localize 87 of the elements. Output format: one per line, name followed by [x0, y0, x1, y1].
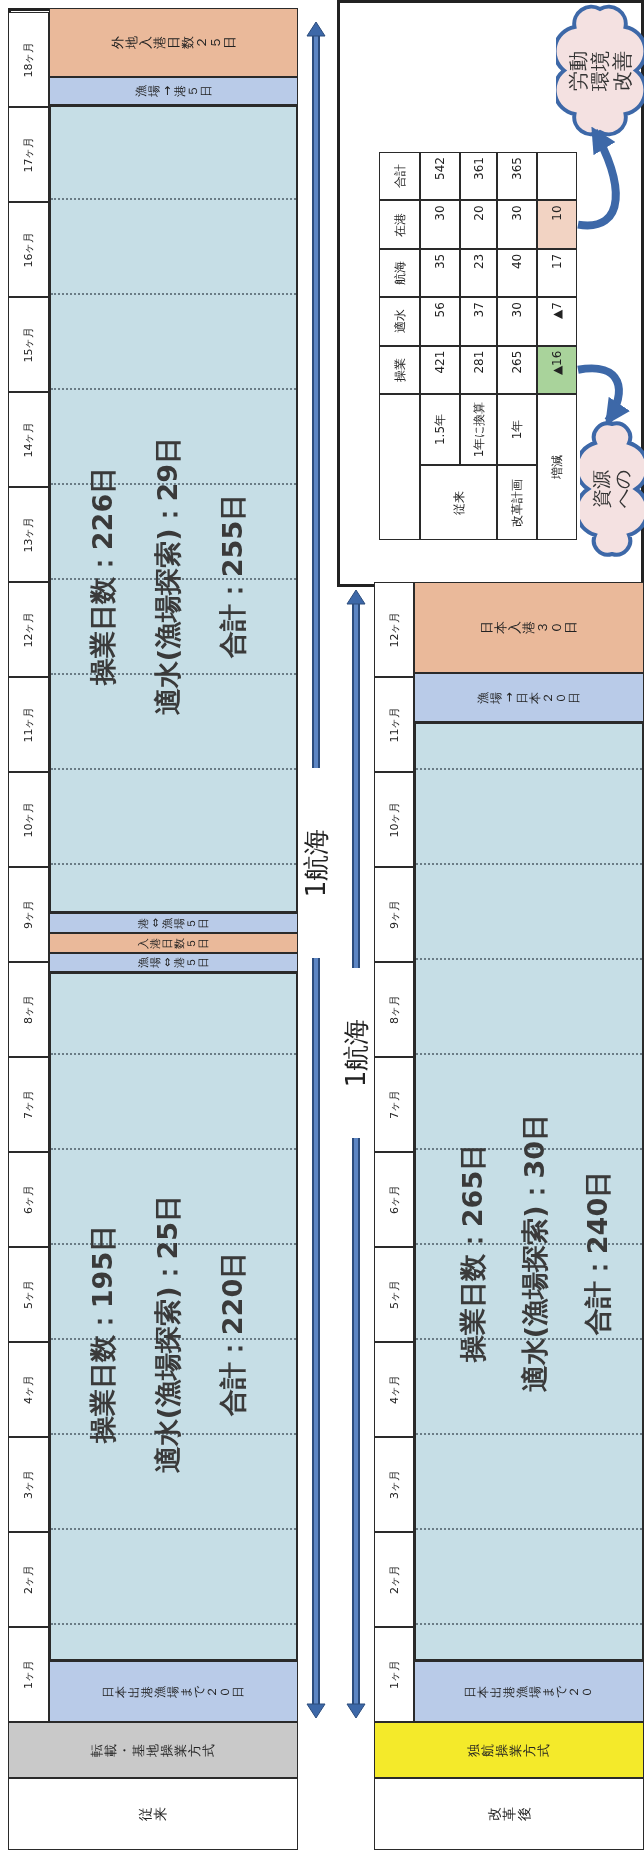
month-cell: 13ヶ月 — [8, 487, 49, 582]
transit-segment: 漁場→日本２０日 — [414, 673, 644, 722]
month-cell: 1ヶ月 — [8, 1627, 49, 1722]
table-cell: 40 — [497, 248, 537, 298]
month-cell: 10ヶ月 — [8, 772, 49, 867]
table-cell: 23 — [460, 248, 497, 298]
table-cell: 281 — [460, 345, 497, 394]
table-cell: 操業 — [379, 345, 420, 394]
table-cell: 265 — [497, 345, 537, 394]
transit-segment: 日本出港漁場まで２０ — [414, 1661, 644, 1722]
row-header: 改革後 — [374, 1778, 644, 1850]
transit-segment: 港⇔漁場５日 — [49, 913, 298, 933]
cloud-text: 資源への — [591, 469, 633, 510]
band-text: 操業日数：195日 — [86, 1224, 119, 1444]
transit-segment: 漁場→港５日 — [49, 77, 298, 105]
month-cell: 11ヶ月 — [374, 677, 414, 772]
port-segment: 入港日数５日 — [49, 933, 298, 953]
operation-band — [49, 972, 298, 1661]
table-cell: 1年 — [497, 394, 537, 465]
table-cell: 17 — [537, 248, 577, 298]
table-cell: 増減 — [537, 394, 577, 540]
table-cell: 1.5年 — [420, 394, 460, 465]
table-cell: 在港 — [379, 200, 420, 249]
month-cell: 15ヶ月 — [8, 297, 49, 392]
month-cell: 2ヶ月 — [8, 1532, 49, 1627]
month-cell: 8ヶ月 — [374, 962, 414, 1057]
month-cell: 7ヶ月 — [374, 1057, 414, 1152]
table-cell: 1年に換算 — [460, 394, 497, 465]
table-cell: 30 — [497, 200, 537, 249]
table-cell: 361 — [460, 152, 497, 201]
cloud-text: 労動環境改善 — [567, 49, 633, 93]
band-text: 操業日数：226日 — [86, 466, 119, 686]
month-cell: 9ヶ月 — [374, 867, 414, 962]
table-cell: 37 — [460, 297, 497, 346]
month-cell: 7ヶ月 — [8, 1057, 49, 1152]
band-text: 適水(漁場探索)：30日 — [518, 1113, 551, 1393]
operation-band — [49, 105, 298, 913]
month-cell: 17ヶ月 — [8, 107, 49, 202]
band-text: 操業日数：265日 — [456, 1143, 489, 1363]
method-header: 転載・基地操業方式 — [8, 1722, 298, 1778]
month-cell: 12ヶ月 — [8, 582, 49, 677]
month-cell: 16ヶ月 — [8, 202, 49, 297]
table-cell: 421 — [420, 345, 460, 394]
month-cell: 10ヶ月 — [374, 772, 414, 867]
table-cell: 542 — [420, 152, 460, 201]
transit-segment: 日本出港漁場まで２０日 — [49, 1661, 298, 1722]
month-cell: 3ヶ月 — [8, 1437, 49, 1532]
band-text: 合計：240日 — [581, 1170, 614, 1336]
band-text: 適水(漁場探索)：29日 — [151, 436, 184, 716]
table-cell: 56 — [420, 297, 460, 346]
table-cell: ▲7 — [537, 297, 577, 346]
table-cell: 適水 — [379, 297, 420, 346]
month-cell: 11ヶ月 — [8, 677, 49, 772]
month-cell: 14ヶ月 — [8, 392, 49, 487]
table-cell: 35 — [420, 248, 460, 298]
month-cell: 8ヶ月 — [8, 962, 49, 1057]
table-cell: 従来 — [420, 465, 497, 540]
month-cell: 1ヶ月 — [374, 1627, 414, 1722]
month-cell: 18ヶ月 — [8, 12, 49, 107]
month-cell: 4ヶ月 — [8, 1342, 49, 1437]
table-cell: ▲16 — [537, 345, 577, 394]
transit-segment: 漁場⇔港５日 — [49, 953, 298, 972]
band-text: 合計：255日 — [216, 493, 249, 659]
table-cell: 航海 — [379, 248, 420, 298]
month-cell: 4ヶ月 — [374, 1342, 414, 1437]
table-cell: 改革計画 — [497, 465, 537, 540]
port-segment: 日本入港３０日 — [414, 582, 644, 673]
month-cell: 12ヶ月 — [374, 582, 414, 677]
month-cell: 2ヶ月 — [374, 1532, 414, 1627]
band-text: 合計：220日 — [216, 1251, 249, 1417]
table-cell: 20 — [460, 200, 497, 249]
band-text: 適水(漁場探索)：25日 — [151, 1194, 184, 1474]
table-cell: 30 — [497, 297, 537, 346]
month-cell: 9ヶ月 — [8, 867, 49, 962]
month-cell: 3ヶ月 — [374, 1437, 414, 1532]
method-header: 独航操業方式 — [374, 1722, 644, 1778]
table-cell: 30 — [420, 200, 460, 249]
month-cell: 6ヶ月 — [374, 1152, 414, 1247]
month-cell: 5ヶ月 — [8, 1247, 49, 1342]
month-cell: 5ヶ月 — [374, 1247, 414, 1342]
row-header: 従来 — [8, 1778, 298, 1850]
port-segment: 外地入港日数２５日 — [49, 8, 298, 77]
operation-band — [414, 722, 644, 1661]
table-cell: 合計 — [379, 152, 420, 201]
table-cell: 365 — [497, 152, 537, 201]
month-cell: 6ヶ月 — [8, 1152, 49, 1247]
table-cell: 10 — [537, 200, 577, 249]
